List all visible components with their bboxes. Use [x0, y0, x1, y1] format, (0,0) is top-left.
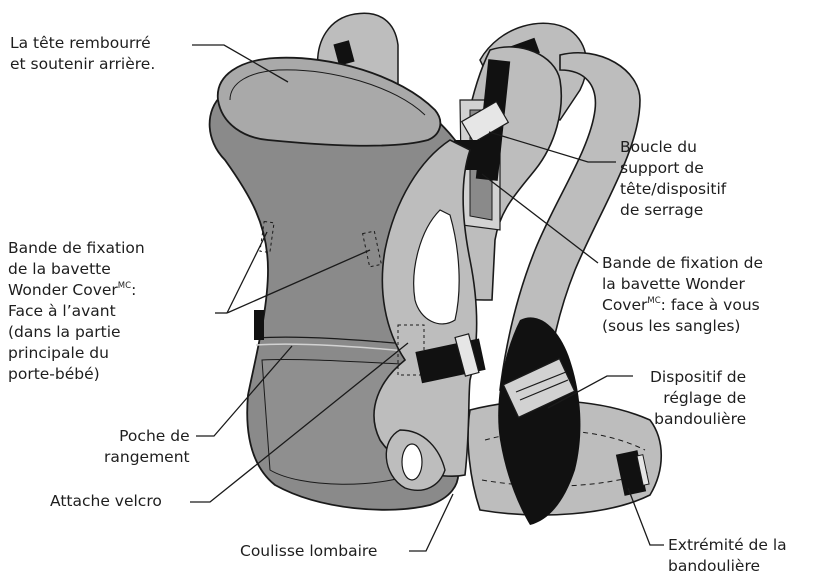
label-strap-end-line2: bandoulière — [668, 556, 787, 577]
label-bib-facing-line3: CoverMC: face à vous — [602, 295, 763, 316]
label-bib-front-line2: de la bavette — [8, 259, 145, 280]
label-bib-front-line7: porte-bébé) — [8, 364, 145, 385]
label-buckle-line1: Boucle du — [620, 137, 726, 158]
label-buckle-line2: support de — [620, 158, 726, 179]
label-bib-front-suffix: : — [131, 281, 136, 299]
label-bib-front-sup: MC — [118, 281, 131, 291]
label-bib-facing-line1: Bande de fixation de — [602, 253, 763, 274]
label-buckle-line4: de serrage — [620, 200, 726, 221]
label-strap-adjuster: Dispositif de réglage de bandoulière — [650, 367, 746, 430]
label-bib-strip-front: Bande de fixation de la bavette Wonder C… — [8, 238, 145, 385]
label-pocket: Poche de rangement — [104, 426, 190, 468]
label-adjuster-line1: Dispositif de — [650, 367, 746, 388]
label-bib-front-line4: Face à l’avant — [8, 301, 145, 322]
label-buckle: Boucle du support de tête/dispositif de … — [620, 137, 726, 221]
label-bib-strip-facing: Bande de fixation de la bavette Wonder C… — [602, 253, 763, 337]
label-velcro: Attache velcro — [50, 491, 162, 512]
label-pocket-line2: rangement — [104, 447, 190, 468]
label-headrest: La tête rembourré et soutenir arrière. — [10, 33, 155, 75]
label-bib-facing-suffix: : face à vous — [661, 296, 760, 314]
label-bib-facing-sup: MC — [647, 296, 660, 306]
label-bib-facing-cover: Cover — [602, 296, 647, 314]
label-strap-end: Extrémité de la bandoulière — [668, 535, 787, 577]
label-adjuster-line2: réglage de — [650, 388, 746, 409]
label-bib-front-line3: Wonder CoverMC: — [8, 280, 145, 301]
leader-bib-front-a — [227, 232, 267, 313]
label-buckle-line3: tête/dispositif — [620, 179, 726, 200]
label-bib-facing-line4: (sous les sangles) — [602, 316, 763, 337]
label-adjuster-line3: bandoulière — [650, 409, 746, 430]
label-bib-front-line1: Bande de fixation — [8, 238, 145, 259]
label-bib-front-wonder: Wonder Cover — [8, 281, 118, 299]
label-pocket-line1: Poche de — [104, 426, 190, 447]
label-strap-end-line1: Extrémité de la — [668, 535, 787, 556]
label-bib-facing-line2: la bavette Wonder — [602, 274, 763, 295]
label-bib-front-line6: principale du — [8, 343, 145, 364]
label-headrest-line1: La tête rembourré — [10, 33, 155, 54]
label-bib-front-line5: (dans la partie — [8, 322, 145, 343]
label-lumbar: Coulisse lombaire — [240, 541, 377, 562]
label-headrest-line2: et soutenir arrière. — [10, 54, 155, 75]
